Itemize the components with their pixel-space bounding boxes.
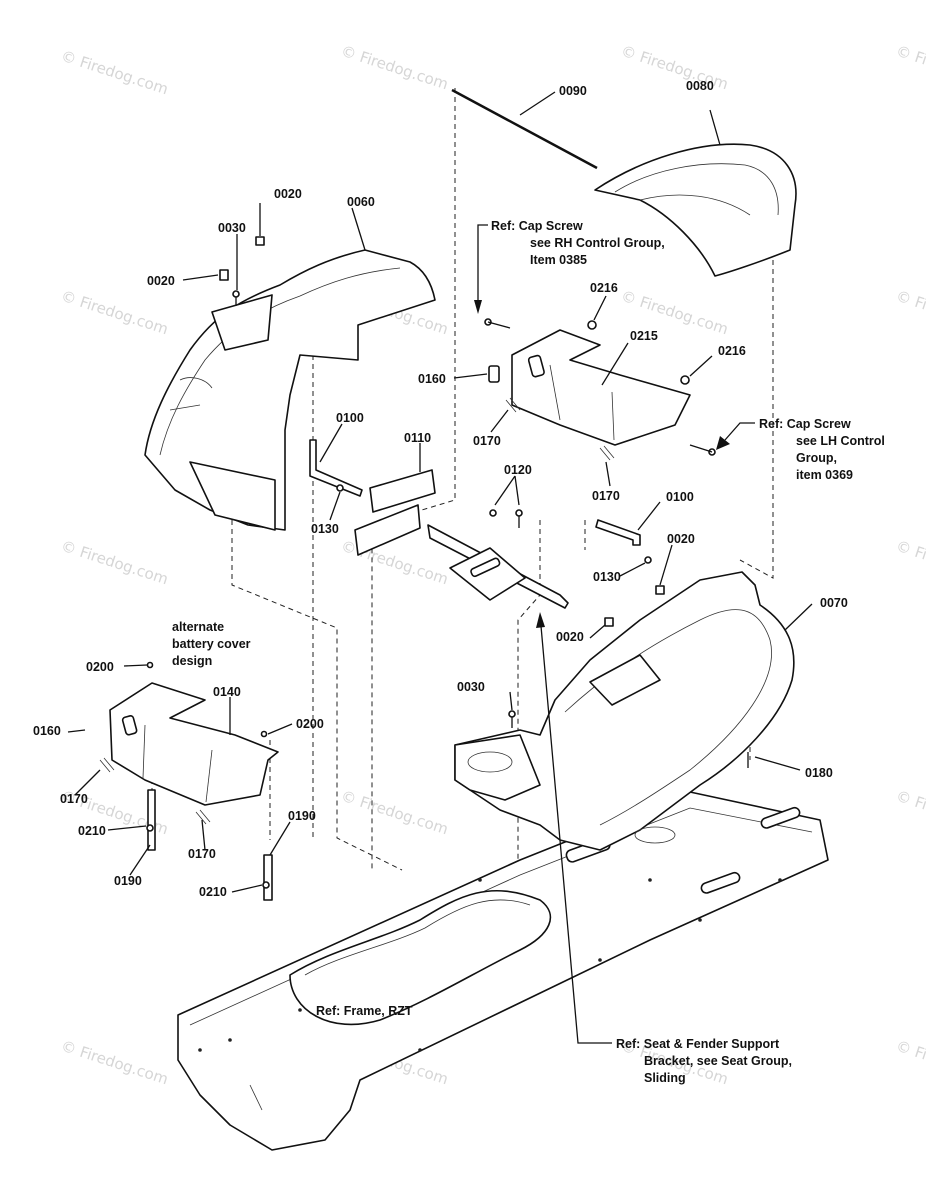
watermark: © Firedog.com [59,287,171,339]
part-label-0020: 0020 [147,274,175,288]
part-label-0210: 0210 [199,885,227,899]
alt-design-note: design [172,654,212,668]
ref-seat-support-group: Sliding [644,1071,686,1085]
watermark: © Firedog.com [59,47,171,99]
part-label-0130: 0130 [311,522,339,536]
part-label-0190: 0190 [288,809,316,823]
ref-rh-cap-screw: Ref: Cap Screw [491,219,583,233]
bracket-0100-left [309,439,363,497]
ref-lh-cap-screw-group: Group, [796,451,837,465]
ref-seat-support-detail: Bracket, see Seat Group, [644,1054,792,1068]
fender-panel-0080 [594,143,797,277]
part-label-0100: 0100 [336,411,364,425]
watermark: © Firedog.com [894,537,926,589]
part-label-0090: 0090 [559,84,587,98]
battery-cover-0140 [109,682,279,806]
watermark: © Firedog.com [894,42,926,94]
ref-rh-cap-screw-detail: see RH Control Group, [530,236,665,250]
part-label-0070: 0070 [820,596,848,610]
seat-support-bracket [427,524,569,609]
part-label-0170: 0170 [592,489,620,503]
plate-0110 [354,469,436,556]
reference-arrows [474,224,755,1044]
part-labels: 0090 0080 0020 0030 0060 0020 0216 0215 … [33,79,848,899]
part-label-0200: 0200 [86,660,114,674]
part-label-0170: 0170 [188,847,216,861]
part-label-0170: 0170 [60,792,88,806]
part-label-0215: 0215 [630,329,658,343]
part-label-0140: 0140 [213,685,241,699]
rod-0090 [451,88,598,170]
hardware [99,236,749,901]
part-label-0120: 0120 [504,463,532,477]
watermark: © Firedog.com [339,787,451,839]
watermark: © Firedog.com [894,287,926,339]
watermark: © Firedog.com [894,787,926,839]
part-label-0130: 0130 [593,570,621,584]
part-label-0020: 0020 [667,532,695,546]
part-label-0080: 0080 [686,79,714,93]
ref-frame: Ref: Frame, RZT [316,1004,413,1018]
part-label-0030: 0030 [457,680,485,694]
watermark: © Firedog.com [894,1037,926,1089]
part-label-0210: 0210 [78,824,106,838]
watermark: © Firedog.com [339,537,451,589]
watermark: © Firedog.com [59,1037,171,1089]
part-label-0216: 0216 [718,344,746,358]
ref-rh-cap-screw-item: Item 0385 [530,253,587,267]
bracket-0100-right [595,519,641,546]
right-fender-0070 [454,571,795,851]
ref-lh-cap-screw-item: item 0369 [796,468,853,482]
ref-seat-support: Ref: Seat & Fender Support [616,1037,780,1051]
part-label-0100: 0100 [666,490,694,504]
left-fender-0060 [144,249,436,531]
alt-design-note: battery cover [172,637,251,651]
part-label-0216: 0216 [590,281,618,295]
watermark: © Firedog.com [59,537,171,589]
part-label-0200: 0200 [296,717,324,731]
reference-notes: Ref: Cap Screw see RH Control Group, Ite… [172,219,885,1085]
part-label-0060: 0060 [347,195,375,209]
leader-lines [67,91,813,893]
battery-cover-0215 [511,329,691,446]
watermark: © Firedog.com [339,42,451,94]
ref-lh-cap-screw: Ref: Cap Screw [759,417,851,431]
part-label-0030: 0030 [218,221,246,235]
part-label-0160: 0160 [418,372,446,386]
part-label-0180: 0180 [805,766,833,780]
frame-rzt [177,791,829,1151]
ref-lh-cap-screw-detail: see LH Control [796,434,885,448]
alt-design-note: alternate [172,620,224,634]
part-label-0110: 0110 [404,431,431,445]
part-label-0020: 0020 [274,187,302,201]
part-label-0190: 0190 [114,874,142,888]
part-label-0170: 0170 [473,434,501,448]
part-label-0020: 0020 [556,630,584,644]
part-label-0160: 0160 [33,724,61,738]
